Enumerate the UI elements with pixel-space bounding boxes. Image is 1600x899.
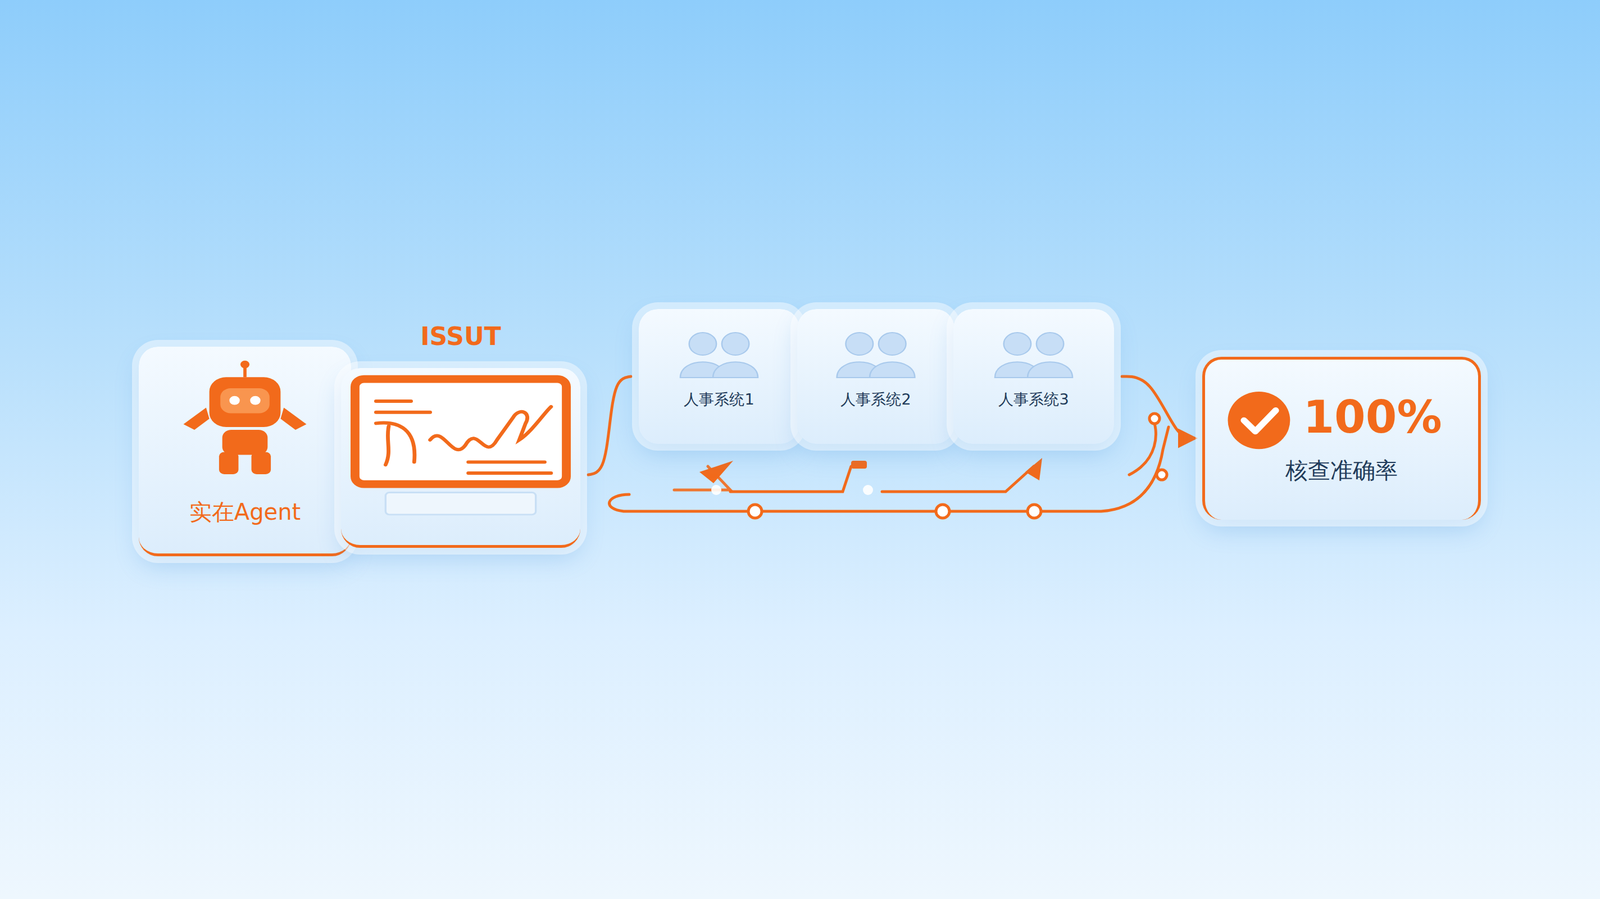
icon (638, 308, 800, 444)
node-label: 人事系统1 (638, 390, 800, 409)
node-label: 核查准确率 (1205, 456, 1479, 484)
people-icon (994, 332, 1073, 378)
loop-node (1156, 469, 1167, 480)
glow (862, 484, 874, 495)
icon (797, 308, 955, 444)
arrow-head (699, 460, 734, 484)
screen-box: ISSUT (341, 367, 581, 548)
loop-line (882, 466, 1034, 492)
people-icon (837, 332, 916, 378)
agent-box: 实在Agent (138, 346, 352, 557)
stat-value: 100% (1205, 390, 1479, 445)
marker (851, 460, 867, 469)
connector (1121, 376, 1195, 439)
connector (588, 376, 631, 475)
system-box: 人事系统2 (797, 308, 955, 444)
icon (953, 308, 1115, 444)
result-box: 100% 核查准确率 (1202, 356, 1481, 520)
loop-node (935, 504, 950, 518)
arrow-head (1025, 457, 1043, 481)
node-label: 人事系统3 (953, 390, 1115, 409)
node-label: 实在Agent (138, 498, 352, 526)
glow (711, 484, 722, 495)
people-icon (680, 332, 758, 378)
loop-node (748, 504, 762, 518)
heading-label: ISSUT (341, 321, 581, 352)
system-box: 人事系统3 (953, 308, 1115, 444)
robot-icon (183, 360, 307, 475)
loop-node (1027, 504, 1042, 518)
loop-line (1129, 415, 1156, 475)
system-box: 人事系统1 (638, 308, 800, 444)
monitor-illustration (355, 379, 567, 515)
node-label: 人事系统2 (797, 390, 955, 409)
check-icon (1228, 391, 1291, 449)
loop-line (730, 466, 852, 492)
icon (341, 367, 581, 545)
loop-node (1149, 413, 1160, 424)
